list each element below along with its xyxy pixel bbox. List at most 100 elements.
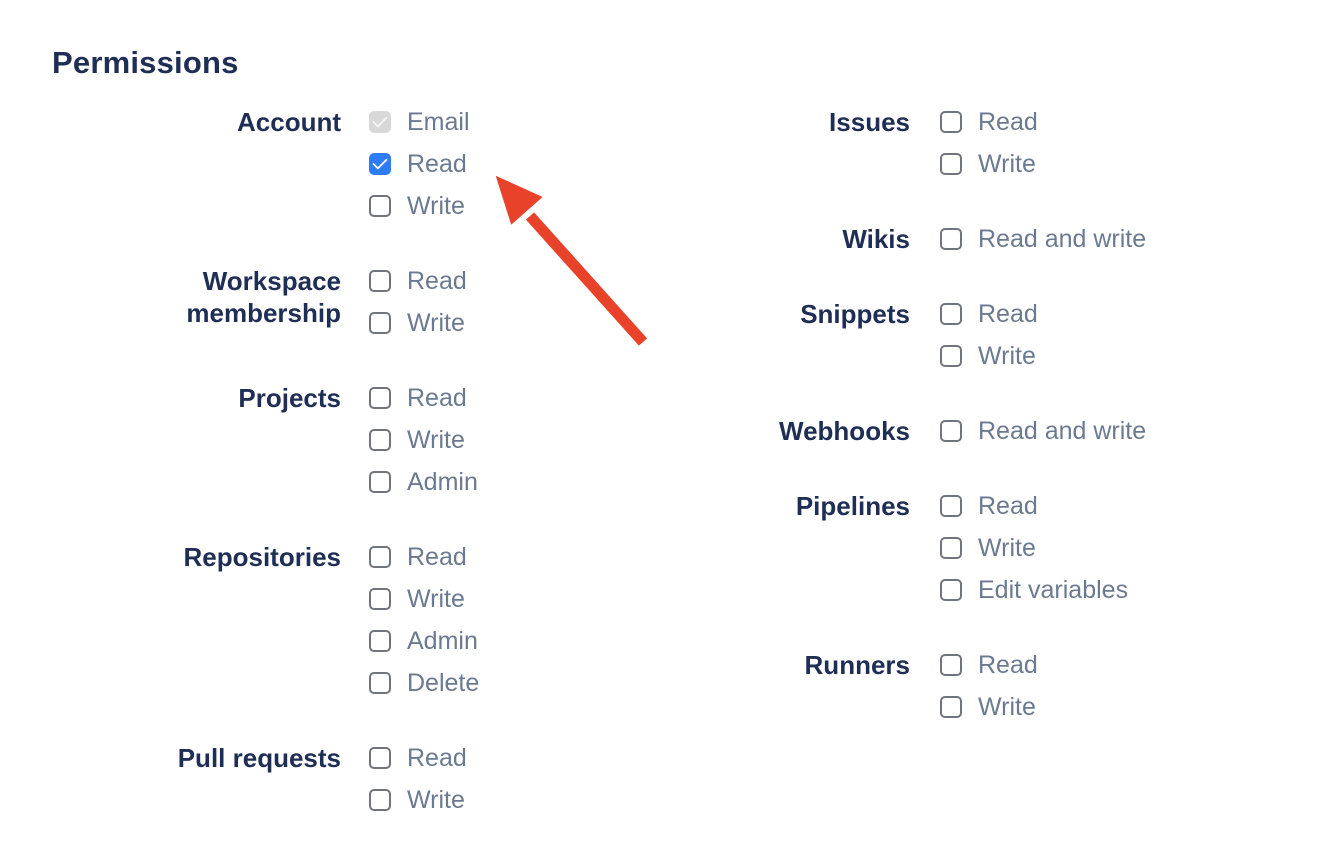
permission-option-label[interactable]: Write <box>978 692 1036 721</box>
permission-option-label[interactable]: Write <box>407 425 465 454</box>
permission-option-webhooks-read-and-write[interactable]: Read and write <box>940 410 1146 452</box>
permission-option-label[interactable]: Write <box>407 785 465 814</box>
checkbox-account-write[interactable] <box>369 195 391 217</box>
permission-option-issues-read[interactable]: Read <box>940 101 1038 143</box>
checkbox-runners-write[interactable] <box>940 696 962 718</box>
permission-option-workspace-membership-write[interactable]: Write <box>369 302 467 344</box>
checkbox-webhooks-read-and-write[interactable] <box>940 420 962 442</box>
permission-option-pipelines-edit-variables[interactable]: Edit variables <box>940 569 1128 611</box>
permission-group-pull-requests: Pull requests Read Write <box>52 737 479 821</box>
permission-option-projects-admin[interactable]: Admin <box>369 461 478 503</box>
permission-option-pipelines-read[interactable]: Read <box>940 485 1128 527</box>
checkmark-icon <box>372 112 388 128</box>
permission-group-projects: Projects Read Write Admin <box>52 377 479 503</box>
checkbox-projects-write[interactable] <box>369 429 391 451</box>
permission-option-repositories-delete[interactable]: Delete <box>369 662 479 704</box>
permission-option-label[interactable]: Read and write <box>978 224 1147 253</box>
permission-group-repositories: Repositories Read Write Admin Delete <box>52 536 480 704</box>
permission-option-account-write[interactable]: Write <box>369 185 470 227</box>
permission-option-label[interactable]: Write <box>978 533 1036 562</box>
permission-option-label[interactable]: Read <box>978 299 1038 328</box>
permission-group-label-pipelines: Pipelines <box>795 491 910 521</box>
permission-option-pull-requests-write[interactable]: Write <box>369 779 467 821</box>
permission-option-label[interactable]: Read <box>407 383 467 412</box>
checkbox-snippets-write[interactable] <box>940 345 962 367</box>
checkbox-workspace-membership-read[interactable] <box>369 270 391 292</box>
permission-option-runners-read[interactable]: Read <box>940 644 1038 686</box>
checkmark-icon <box>372 154 388 170</box>
permission-option-label[interactable]: Write <box>978 149 1036 178</box>
permission-option-workspace-membership-read[interactable]: Read <box>369 260 467 302</box>
checkbox-repositories-write[interactable] <box>369 588 391 610</box>
permission-option-label[interactable]: Read <box>978 491 1038 520</box>
checkbox-pipelines-write[interactable] <box>940 537 962 559</box>
permission-options: Read and write <box>940 410 1146 452</box>
permission-option-label[interactable]: Write <box>407 191 465 220</box>
checkbox-issues-read[interactable] <box>940 111 962 133</box>
permission-options: Read and write <box>940 218 1146 260</box>
permission-option-label[interactable]: Delete <box>407 668 480 697</box>
permission-option-repositories-admin[interactable]: Admin <box>369 620 479 662</box>
permission-option-label[interactable]: Read <box>407 542 467 571</box>
permission-options: Read Write <box>940 644 1038 728</box>
checkbox-projects-admin[interactable] <box>369 471 391 493</box>
permission-option-label[interactable]: Read <box>978 650 1038 679</box>
annotation-arrow-icon <box>495 175 648 346</box>
permission-option-label[interactable]: Edit variables <box>978 575 1129 604</box>
permission-group-label-runners: Runners <box>804 650 910 680</box>
permission-option-projects-read[interactable]: Read <box>369 377 478 419</box>
checkbox-pull-requests-write[interactable] <box>369 789 391 811</box>
permission-option-label[interactable]: Write <box>407 584 465 613</box>
checkbox-account-read[interactable] <box>369 153 391 175</box>
checkbox-repositories-read[interactable] <box>369 546 391 568</box>
permission-group-pipelines: Pipelines Read Write Edit variables <box>700 485 1146 611</box>
permission-option-label[interactable]: Read and write <box>978 416 1147 445</box>
permission-group-label-account: Account <box>237 107 341 137</box>
permission-option-account-read[interactable]: Read <box>369 143 470 185</box>
checkbox-workspace-membership-write[interactable] <box>369 312 391 334</box>
permissions-column-left: Account Email Read Write Workspace membe… <box>52 101 480 854</box>
checkbox-repositories-delete[interactable] <box>369 672 391 694</box>
permission-group-label-snippets: Snippets <box>800 299 910 329</box>
permission-group-account: Account Email Read Write <box>52 101 479 227</box>
permission-option-pipelines-write[interactable]: Write <box>940 527 1128 569</box>
permission-group-label-wikis: Wikis <box>842 224 910 254</box>
permission-group-snippets: Snippets Read Write <box>700 293 1146 377</box>
permission-option-repositories-write[interactable]: Write <box>369 578 479 620</box>
checkbox-runners-read[interactable] <box>940 654 962 676</box>
permission-option-label[interactable]: Read <box>407 743 467 772</box>
permission-group-webhooks: Webhooks Read and write <box>700 410 1146 452</box>
checkbox-pull-requests-read[interactable] <box>369 747 391 769</box>
permission-option-projects-write[interactable]: Write <box>369 419 478 461</box>
permission-group-label-workspace-membership: Workspace membership <box>186 266 341 328</box>
permission-option-wikis-read-and-write[interactable]: Read and write <box>940 218 1146 260</box>
permission-options: Email Read Write <box>369 101 470 227</box>
permission-options: Read Write <box>940 101 1038 185</box>
permission-group-issues: Issues Read Write <box>700 101 1146 185</box>
checkbox-issues-write[interactable] <box>940 153 962 175</box>
permission-option-label[interactable]: Write <box>407 308 465 337</box>
permission-option-issues-write[interactable]: Write <box>940 143 1038 185</box>
permission-option-label[interactable]: Read <box>407 266 467 295</box>
checkbox-projects-read[interactable] <box>369 387 391 409</box>
checkbox-pipelines-edit-variables[interactable] <box>940 579 962 601</box>
permission-option-label[interactable]: Read <box>978 107 1038 136</box>
permission-group-label-issues: Issues <box>829 107 910 137</box>
permission-option-snippets-write[interactable]: Write <box>940 335 1038 377</box>
permission-options: Read Write <box>369 737 467 821</box>
permission-option-runners-write[interactable]: Write <box>940 686 1038 728</box>
permission-option-label[interactable]: Read <box>407 149 467 178</box>
permission-option-repositories-read[interactable]: Read <box>369 536 479 578</box>
permission-option-label[interactable]: Admin <box>407 626 478 655</box>
permission-option-snippets-read[interactable]: Read <box>940 293 1038 335</box>
permission-group-label-repositories: Repositories <box>183 542 342 572</box>
checkbox-pipelines-read[interactable] <box>940 495 962 517</box>
checkbox-wikis-read-and-write[interactable] <box>940 228 962 250</box>
permission-option-label[interactable]: Admin <box>407 467 478 496</box>
permission-option-label[interactable]: Write <box>978 341 1036 370</box>
permission-options: Read Write <box>940 293 1038 377</box>
checkbox-repositories-admin[interactable] <box>369 630 391 652</box>
checkbox-snippets-read[interactable] <box>940 303 962 325</box>
permission-option-pull-requests-read[interactable]: Read <box>369 737 467 779</box>
permission-options: Read Write <box>369 260 467 344</box>
